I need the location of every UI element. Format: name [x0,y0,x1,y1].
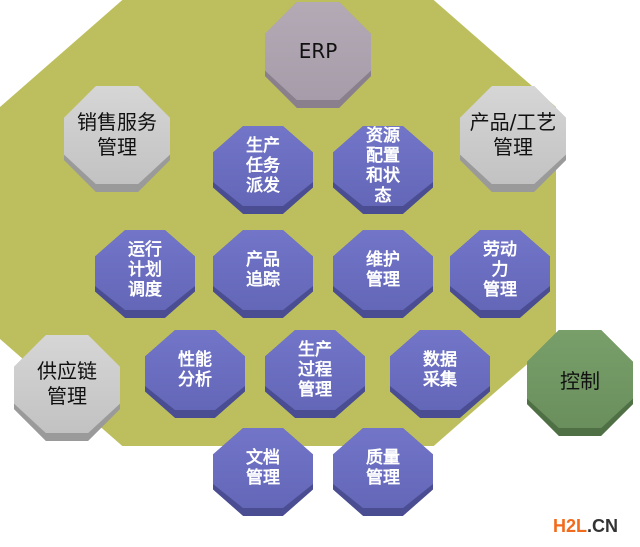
module-label: 生产 任务 派发 [246,136,280,196]
module-process-management: 生产 过程 管理 [265,330,365,418]
node-sales-service: 销售服务 管理 [64,86,170,192]
watermark-brand: H2L [553,516,588,536]
module-document: 文档 管理 [213,428,313,516]
module-label: 劳动 力 管理 [483,240,517,300]
watermark: H2L.CN [553,516,618,537]
module-label: 运行 计划 调度 [128,240,162,300]
module-product-tracking: 产品 追踪 [213,230,313,318]
watermark-suffix: .CN [587,516,619,536]
module-label: 维护 管理 [366,250,400,290]
module-label: 产品 追踪 [246,250,280,290]
node-label: 控制 [560,368,600,393]
module-label: 质量 管理 [366,448,400,488]
node-control: 控制 [527,330,633,436]
module-data-collection: 数据 采集 [390,330,490,418]
module-scheduling: 运行 计划 调度 [95,230,195,318]
module-performance: 性能 分析 [145,330,245,418]
module-maintenance: 维护 管理 [333,230,433,318]
node-label: 销售服务 管理 [77,110,157,159]
module-resource-status: 资源 配置 和状 态 [333,126,433,214]
node-label: ERP [298,39,338,63]
node-product-process: 产品/工艺 管理 [460,86,566,192]
module-label: 生产 过程 管理 [298,340,332,400]
node-erp: ERP [265,2,371,108]
module-label: 性能 分析 [178,350,212,390]
module-label: 文档 管理 [246,448,280,488]
module-quality: 质量 管理 [333,428,433,516]
node-label: 产品/工艺 管理 [469,110,557,159]
module-label: 数据 采集 [423,350,457,390]
node-supply-chain: 供应链 管理 [14,335,120,441]
module-task-dispatch: 生产 任务 派发 [213,126,313,214]
module-label: 资源 配置 和状 态 [366,126,400,206]
node-label: 供应链 管理 [37,359,97,408]
module-labor: 劳动 力 管理 [450,230,550,318]
